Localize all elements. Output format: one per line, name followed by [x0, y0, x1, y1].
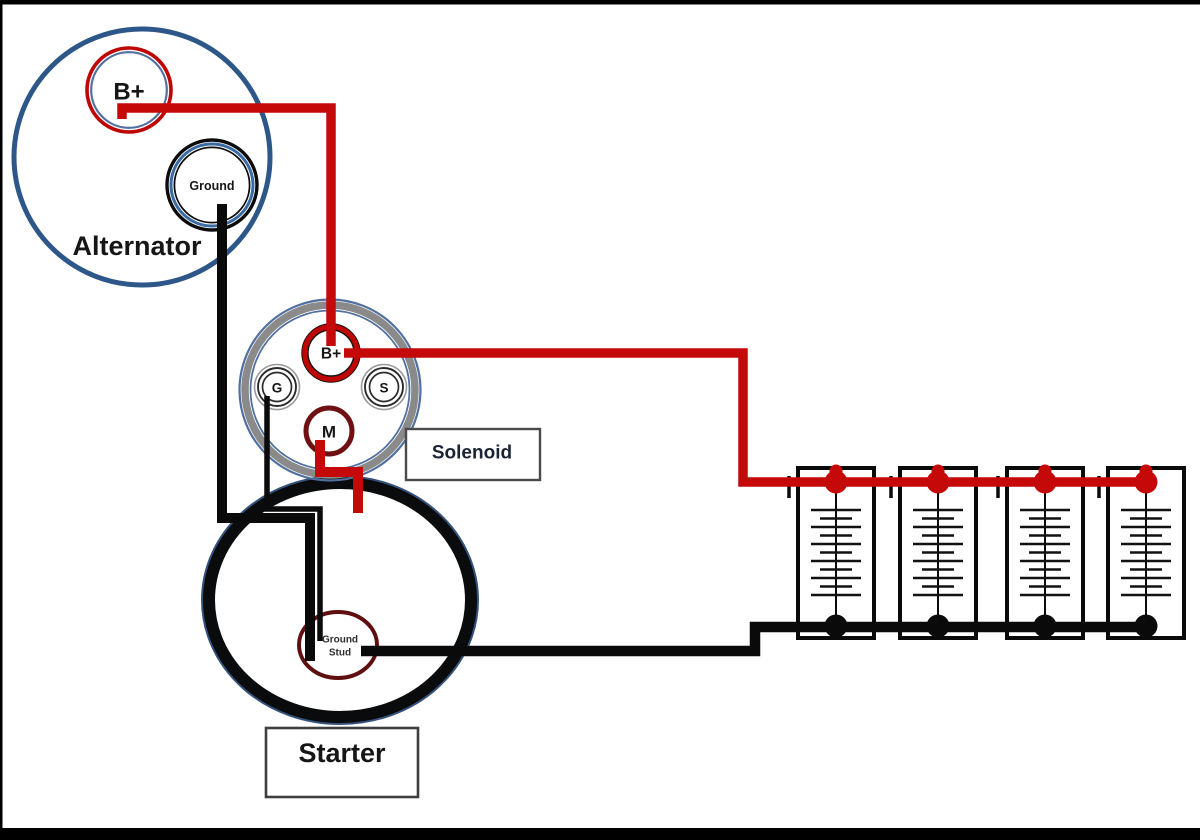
ground-stud-label-line2: Stud: [329, 648, 351, 659]
frame-top-bar: [0, 0, 1200, 5]
solenoid-s-label: S: [379, 381, 388, 396]
alternator-bplus-to-solenoid-wire: [117, 103, 336, 346]
alternator-bplus-label: B+: [113, 79, 144, 106]
battery-terminal-dots: [824, 464, 1158, 638]
solenoid-m-to-starter-wire: [315, 440, 363, 513]
solenoid-g-label: G: [272, 381, 283, 396]
solenoid-s-terminal: [360, 363, 408, 411]
solenoid-g-ground-wire: [264, 396, 323, 641]
negative-bus-wire: [361, 621, 1150, 657]
ground-stud-label-line1: Ground: [322, 635, 358, 646]
alternator-ground-terminal: [165, 138, 259, 232]
solenoid-m-label: M: [322, 423, 336, 442]
alternator-label: Alternator: [72, 231, 202, 261]
starter-label: Starter: [298, 738, 386, 768]
solenoid-bplus-label: B+: [321, 346, 341, 363]
battery-1: [787, 466, 876, 640]
frame-left-edge: [0, 0, 3, 840]
starter-body-circle: [203, 477, 477, 723]
solenoid-label: Solenoid: [432, 443, 512, 464]
alternator-ground-wire: [217, 204, 315, 661]
starter-label-box: [264, 726, 420, 799]
alternator-ground-label: Ground: [189, 179, 234, 193]
frame-bottom-bar: [0, 828, 1200, 840]
solenoid-bplus-terminal: [301, 323, 361, 383]
solenoid-label-box: [404, 427, 542, 482]
